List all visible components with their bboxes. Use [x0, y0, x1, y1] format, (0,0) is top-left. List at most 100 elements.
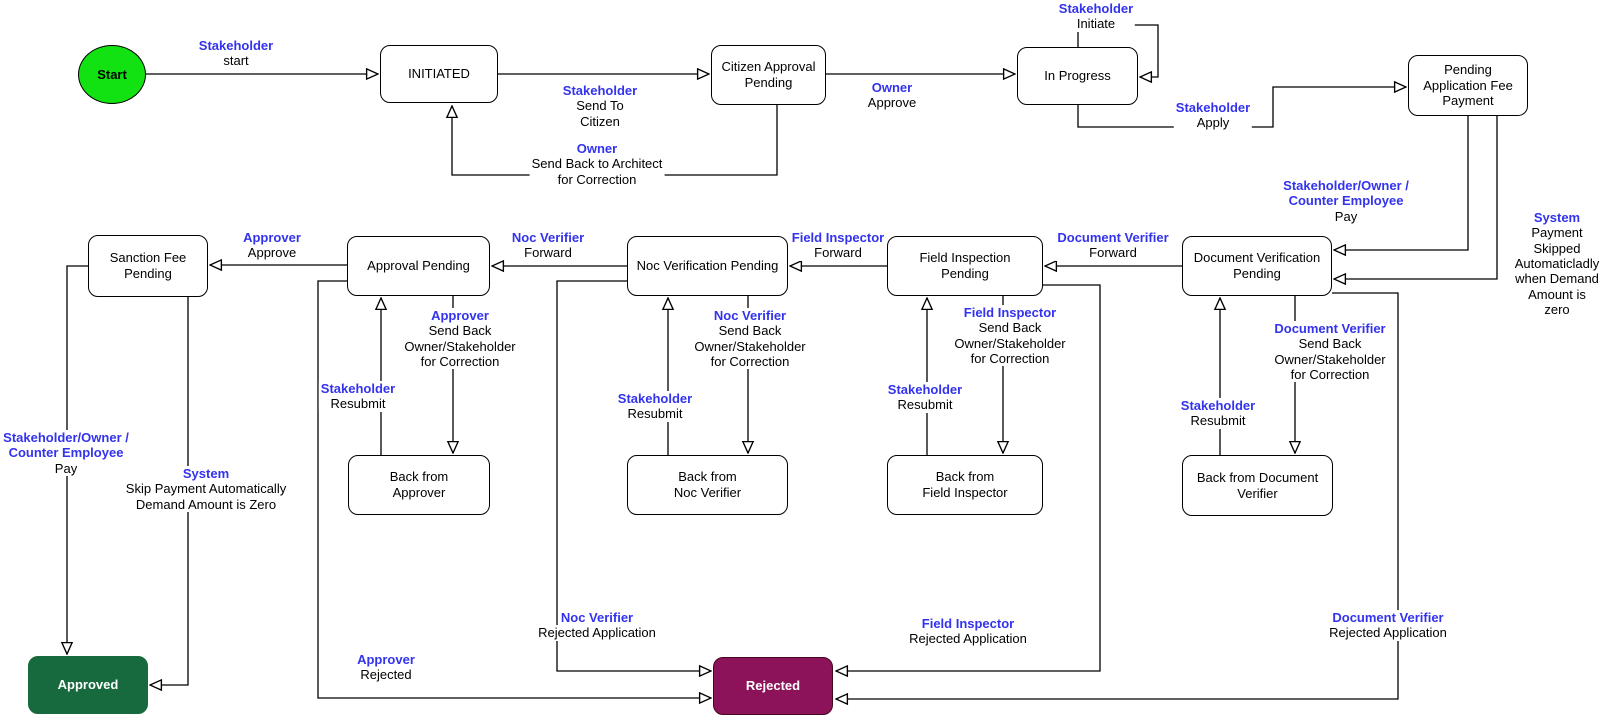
state-back-from-field-inspector-label: Back from Field Inspector	[922, 469, 1008, 500]
edge-actor: Stakeholder	[318, 381, 398, 397]
state-back-from-document-verifier-label: Back from Document Verifier	[1196, 469, 1319, 501]
edge-action: Approve	[241, 245, 303, 261]
edge-actor: System	[1531, 210, 1583, 226]
edge-action: Send Back Owner/Stakeholder for Correcti…	[402, 323, 518, 370]
state-citizen-approval-pending[interactable]: Citizen Approval Pending	[711, 45, 826, 105]
edge-actor: Stakeholder	[885, 382, 965, 398]
edge-label-approver-send-back: Approver Send Back Owner/Stakeholder for…	[402, 308, 518, 370]
edge-approval-rejected	[317, 280, 711, 698]
state-start-label: Start	[97, 66, 127, 82]
edge-action: Rejected	[355, 667, 417, 683]
edge-action: Pay	[1281, 208, 1411, 224]
edge-action: Initiate	[1056, 16, 1136, 32]
edge-label-resubmit-noc: Stakeholder Resubmit	[615, 391, 695, 422]
edge-actor: System	[180, 466, 232, 482]
edge-action: Resubmit	[1178, 413, 1258, 429]
state-back-from-document-verifier[interactable]: Back from Document Verifier	[1182, 455, 1333, 516]
edge-actor: Stakeholder	[1178, 398, 1258, 414]
edge-sanction-skip-approved	[150, 297, 189, 685]
state-in-progress[interactable]: In Progress	[1017, 47, 1138, 105]
edge-action: Send To Citizen	[560, 98, 640, 129]
state-back-from-noc-verifier-label: Back from Noc Verifier	[673, 469, 742, 500]
edge-label-noc-rejected: Noc Verifier Rejected Application	[536, 610, 658, 641]
edge-action: Send Back to Architect for Correction	[529, 156, 665, 187]
edge-label-approver-rejected: Approver Rejected	[355, 652, 417, 683]
state-approval-pending-label: Approval Pending	[367, 258, 470, 274]
state-citizen-approval-pending-label: Citizen Approval Pending	[721, 59, 816, 90]
edge-doc-rejected	[836, 292, 1399, 699]
state-document-verification-pending-label: Document Verification Pending	[1193, 250, 1321, 281]
state-sanction-fee-pending[interactable]: Sanction Fee Pending	[88, 235, 208, 297]
edge-actor: Approver	[241, 230, 303, 246]
state-start[interactable]: Start	[78, 45, 146, 104]
edge-inprogress-initiate-selfloop	[1077, 24, 1159, 77]
state-initiated[interactable]: INITIATED	[380, 45, 498, 103]
state-approved-label: Approved	[57, 677, 119, 693]
edge-actor: Field Inspector	[961, 305, 1059, 321]
state-noc-verification-pending[interactable]: Noc Verification Pending	[627, 236, 788, 296]
edge-action: Rejected Application	[1327, 625, 1449, 641]
edge-label-initiate: Stakeholder Initiate	[1056, 1, 1136, 32]
edge-fee-pay-docverification	[1334, 116, 1469, 250]
edge-action: Pay	[1, 460, 131, 476]
edge-label-resubmit-doc: Stakeholder Resubmit	[1178, 398, 1258, 429]
state-field-inspection-pending[interactable]: Field Inspection Pending	[887, 236, 1043, 296]
edge-action: Send Back Owner/Stakeholder for Correcti…	[952, 320, 1068, 367]
edge-action: start	[196, 53, 276, 69]
state-initiated-label: INITIATED	[408, 66, 470, 82]
edge-label-approver-approve: Approver Approve	[241, 230, 303, 261]
edge-action: Send Back Owner/Stakeholder for Correcti…	[692, 323, 808, 370]
edge-noc-rejected	[556, 280, 711, 671]
state-approval-pending[interactable]: Approval Pending	[347, 236, 490, 296]
edge-label-pay-application-fee: Stakeholder/Owner / Counter Employee Pay	[1281, 178, 1411, 224]
edge-label-doc-send-back: Document Verifier Send Back Owner/Stakeh…	[1272, 321, 1388, 383]
state-back-from-field-inspector[interactable]: Back from Field Inspector	[887, 455, 1043, 515]
edge-actor: Stakeholder	[615, 391, 695, 407]
edge-label-noc-send-back: Noc Verifier Send Back Owner/Stakeholder…	[692, 308, 808, 370]
edge-actor: Document Verifier	[1272, 321, 1388, 337]
edge-sanction-pay-approved	[67, 265, 88, 654]
edge-action: Resubmit	[318, 396, 398, 412]
state-rejected[interactable]: Rejected	[713, 657, 833, 715]
edge-label-pay-sanction-fee: Stakeholder/Owner / Counter Employee Pay	[1, 430, 131, 476]
edge-label-doc-forward: Document Verifier Forward	[1055, 230, 1171, 261]
state-in-progress-label: In Progress	[1044, 68, 1111, 84]
edge-actor: Owner	[869, 80, 915, 96]
edge-actor: Document Verifier	[1055, 230, 1171, 246]
state-field-inspection-pending-label: Field Inspection Pending	[919, 250, 1011, 281]
edge-label-field-forward: Field Inspector Forward	[789, 230, 887, 261]
state-approved[interactable]: Approved	[28, 656, 148, 714]
edge-inprogress-apply	[1077, 87, 1406, 128]
edge-action: Forward	[1055, 245, 1171, 261]
edge-label-payment-skipped: System Payment Skipped Automaticladly wh…	[1512, 210, 1602, 318]
edge-label-doc-rejected: Document Verifier Rejected Application	[1327, 610, 1449, 641]
edge-actor: Stakeholder	[1173, 100, 1253, 116]
state-noc-verification-pending-label: Noc Verification Pending	[636, 258, 779, 274]
edge-actor: Stakeholder/Owner / Counter Employee	[1281, 178, 1411, 209]
edge-label-noc-forward: Noc Verifier Forward	[509, 230, 587, 261]
edge-fee-skip-docverification	[1334, 116, 1498, 279]
state-back-from-approver-label: Back from Approver	[389, 469, 449, 500]
state-sanction-fee-pending-label: Sanction Fee Pending	[109, 250, 187, 281]
edge-actor: Noc Verifier	[509, 230, 587, 246]
edge-actor: Stakeholder	[1056, 1, 1136, 17]
edge-action: Resubmit	[885, 397, 965, 413]
edge-label-field-send-back: Field Inspector Send Back Owner/Stakehol…	[952, 305, 1068, 367]
edge-actor: Field Inspector	[919, 616, 1017, 632]
state-document-verification-pending[interactable]: Document Verification Pending	[1182, 236, 1332, 296]
edge-label-field-rejected: Field Inspector Rejected Application	[907, 616, 1029, 647]
state-back-from-approver[interactable]: Back from Approver	[348, 455, 490, 515]
edge-action: Resubmit	[615, 406, 695, 422]
state-rejected-label: Rejected	[745, 678, 801, 694]
edge-action: Forward	[789, 245, 887, 261]
edge-actor: Stakeholder/Owner / Counter Employee	[1, 430, 131, 461]
state-pending-application-fee-payment[interactable]: Pending Application Fee Payment	[1408, 55, 1528, 116]
edge-action: Send Back Owner/Stakeholder for Correcti…	[1272, 336, 1388, 383]
state-pending-application-fee-payment-label: Pending Application Fee Payment	[1423, 61, 1513, 109]
edge-actor: Stakeholder	[196, 38, 276, 54]
edge-actor: Stakeholder	[560, 83, 640, 99]
edge-actor: Approver	[355, 652, 417, 668]
state-back-from-noc-verifier[interactable]: Back from Noc Verifier	[627, 455, 788, 515]
edge-action: Rejected Application	[536, 625, 658, 641]
edge-actor: Noc Verifier	[711, 308, 789, 324]
